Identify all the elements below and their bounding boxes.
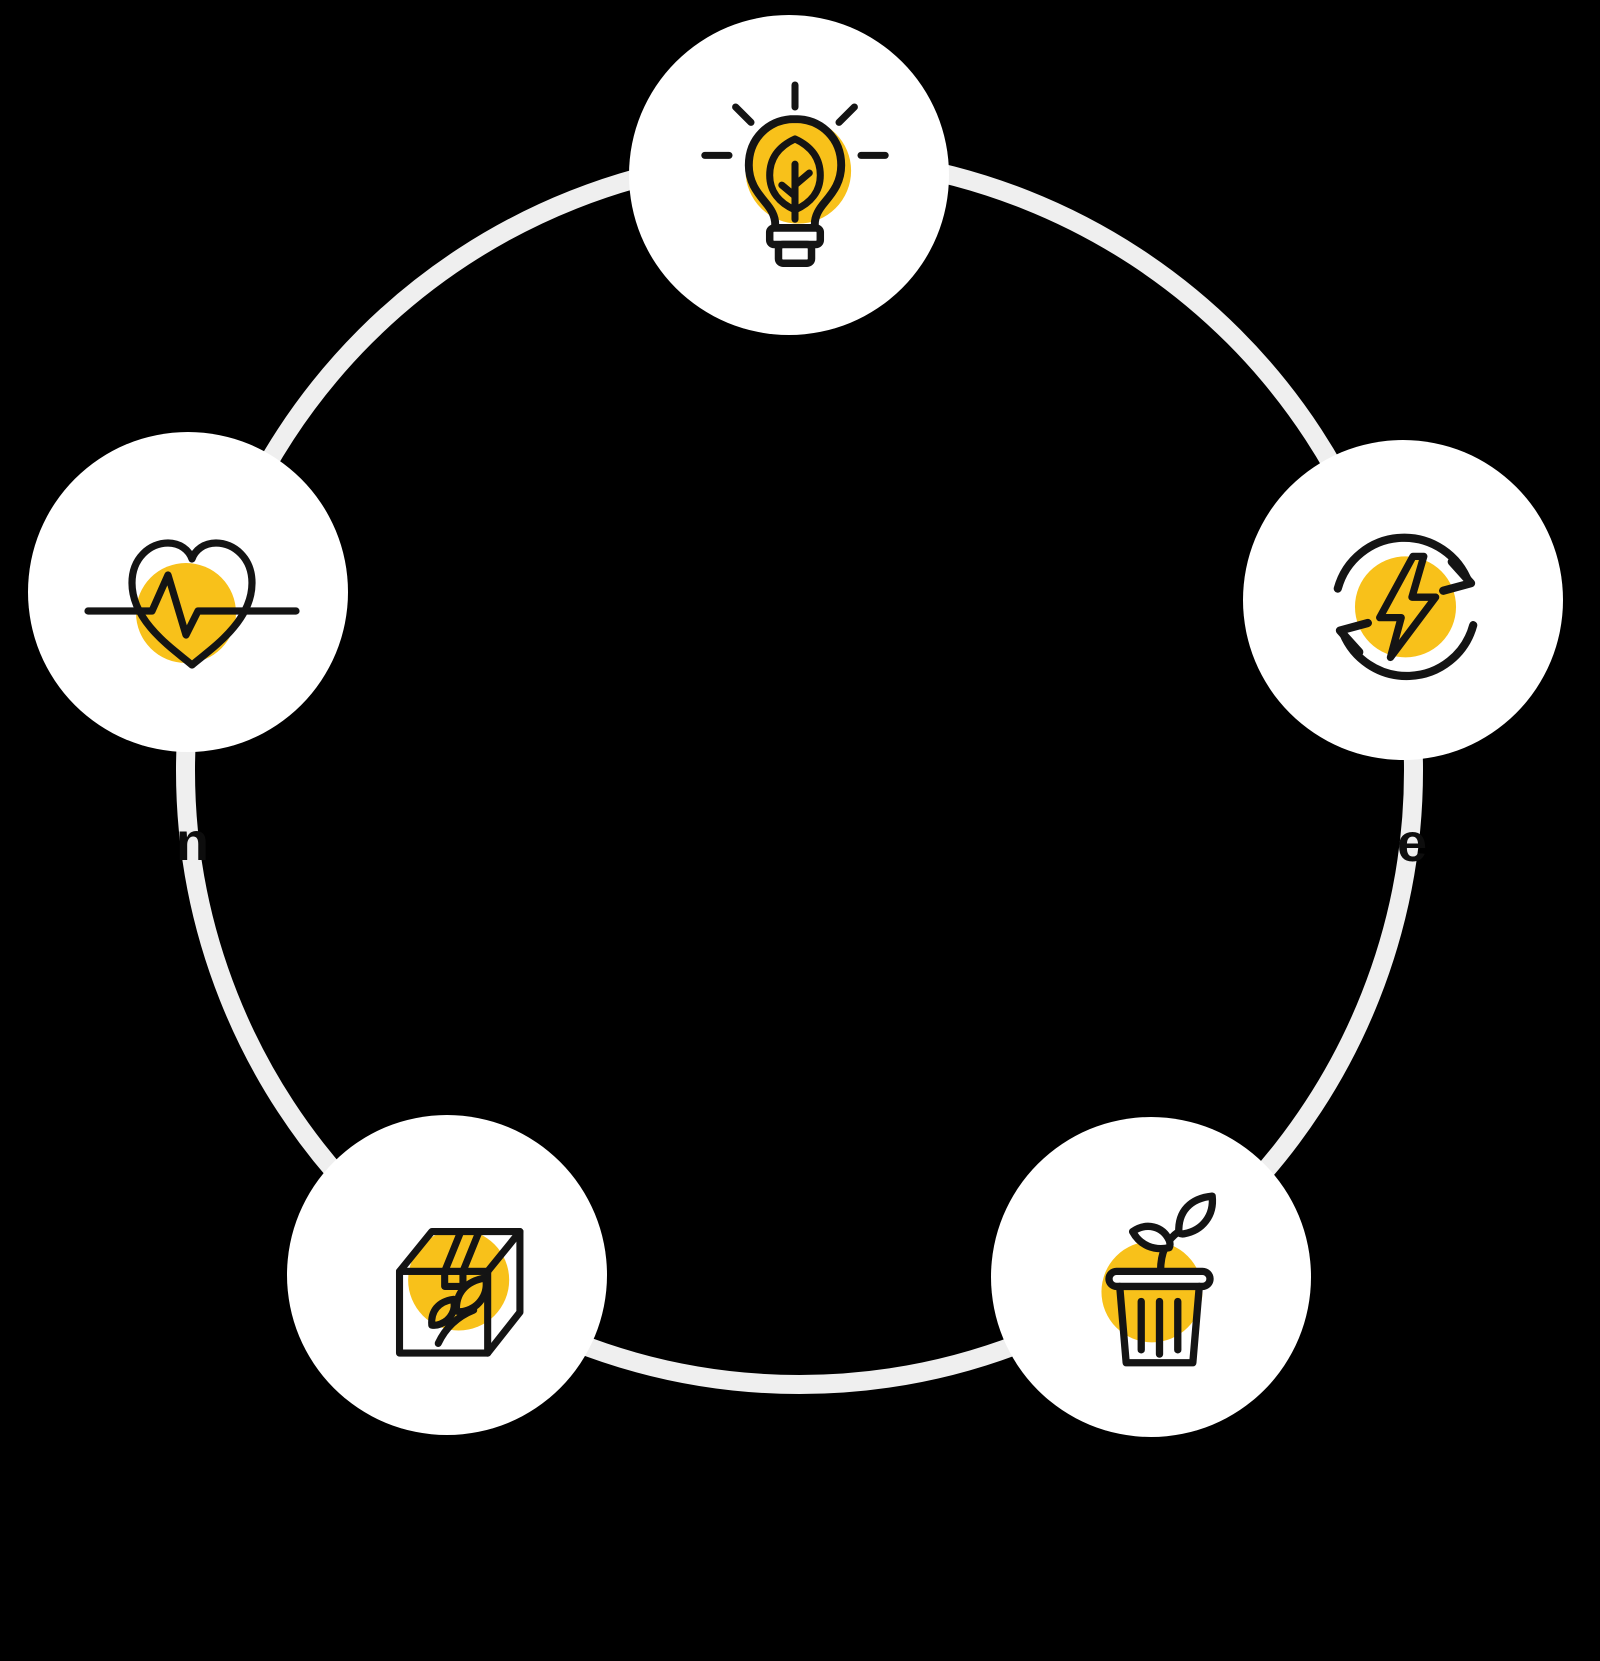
node-heart-pulse [28, 432, 348, 752]
plant-bin-icon [1100, 1191, 1216, 1366]
label-fragment-left: n [176, 812, 209, 872]
node-eco-lightbulb [629, 15, 949, 335]
node-plant-bin [991, 1117, 1311, 1437]
label-fragment-right: e [1397, 813, 1428, 873]
eco-package-icon [395, 1227, 523, 1357]
node-eco-package [287, 1115, 607, 1435]
eco-lightbulb-icon [701, 81, 889, 267]
node-renewable-energy [1243, 440, 1563, 760]
heart-pulse-icon [84, 539, 300, 669]
renewable-energy-icon [1333, 533, 1477, 680]
